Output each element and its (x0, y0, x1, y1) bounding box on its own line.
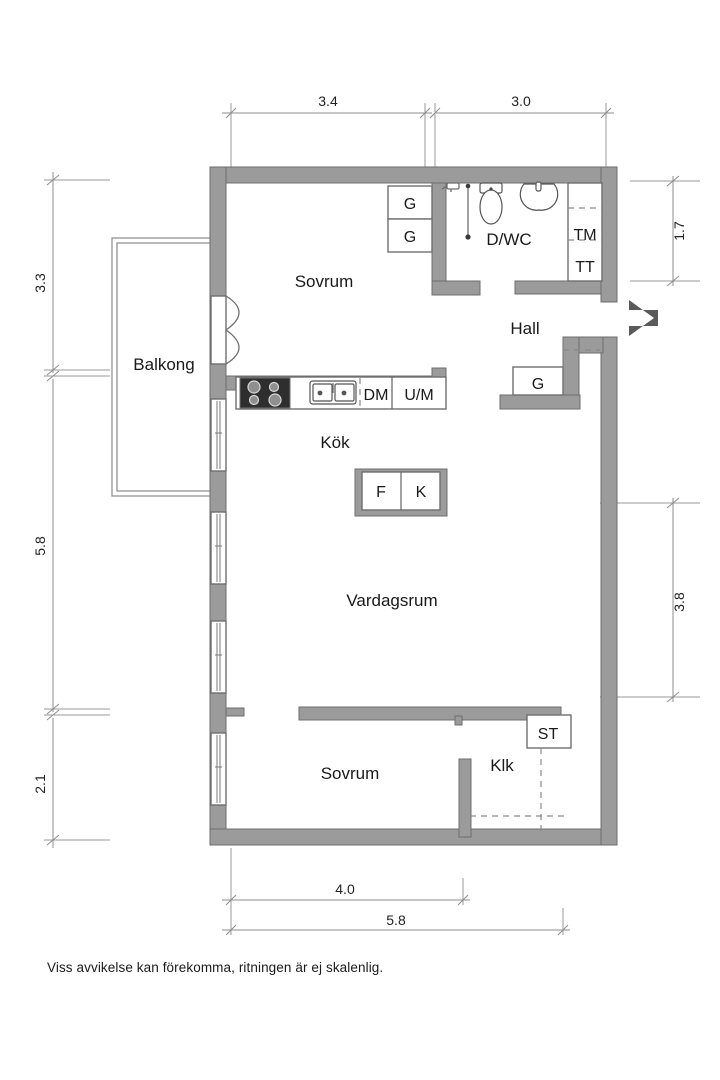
room-label-hall: Hall (510, 319, 539, 338)
shower-icon (465, 183, 471, 240)
dim-left-upper-label: 3.3 (32, 273, 48, 293)
fridge-freezer-unit (354, 468, 448, 517)
wardrobe-bed-upper[interactable]: G (387, 185, 433, 220)
fridge[interactable]: K (416, 484, 427, 501)
oven-microwave-label: U/M (404, 387, 433, 404)
wardrobe-bed-lower[interactable]: G (387, 218, 433, 253)
dim-top-left-label: 3.4 (318, 93, 338, 109)
toilet-icon (479, 182, 503, 225)
oven-microwave[interactable]: U/M (404, 387, 433, 404)
entrance-arrow-icon (629, 300, 658, 336)
klk-dashed-shelving (470, 748, 565, 834)
washing-machine-label: TM (573, 227, 596, 244)
dim-top-right-label: 3.0 (511, 93, 531, 109)
dishwasher-label: DM (364, 387, 389, 404)
disclaimer-footnote: Viss avvikelse kan förekomma, ritningen … (47, 960, 384, 975)
room-label-balkong: Balkong (133, 355, 194, 374)
tumble-dryer-label: TT (575, 259, 595, 276)
room-label-kok: Kök (320, 433, 350, 452)
wardrobe-bed-upper-label: G (404, 196, 416, 213)
kitchen-counter (235, 376, 447, 410)
dimension-bottom (222, 848, 570, 936)
kitchen-sink-icon (309, 380, 357, 405)
dim-right-lower-label: 3.8 (671, 592, 687, 612)
cleaning-closet-label: ST (538, 726, 559, 743)
room-label-vardagsrum: Vardagsrum (346, 591, 437, 610)
cleaning-closet[interactable]: ST (526, 714, 572, 749)
balcony-door (210, 295, 240, 365)
dishwasher[interactable]: DM (364, 387, 389, 404)
stove-hob-icon (239, 377, 291, 409)
room-label-sovrum-top: Sovrum (295, 272, 354, 291)
bathroom-fixtures (441, 181, 603, 282)
freezer[interactable]: F (376, 484, 386, 501)
room-label-klk: Klk (490, 756, 514, 775)
dim-bottom-inner-label: 4.0 (335, 881, 355, 897)
dimension-top (222, 103, 614, 180)
fridge-label: K (416, 484, 427, 501)
dim-bottom-outer-label: 5.8 (386, 912, 406, 928)
windows-left-wall (210, 398, 227, 806)
dim-left-middle-label: 5.8 (32, 536, 48, 556)
washbasin-icon (519, 181, 559, 211)
wardrobe-bed-lower-label: G (404, 229, 416, 246)
tumble-dryer[interactable]: TT (575, 259, 595, 276)
dim-right-upper-label: 1.7 (671, 221, 687, 241)
wardrobe-hall[interactable]: G (512, 366, 564, 396)
dimension-left (44, 172, 110, 848)
washing-machine[interactable]: TM (573, 227, 596, 244)
room-label-dwc: D/WC (486, 230, 531, 249)
wardrobe-hall-label: G (532, 376, 544, 393)
freezer-label: F (376, 484, 386, 501)
shower-mixer-icon (441, 182, 460, 192)
dim-left-lower-label: 2.1 (32, 774, 48, 794)
room-label-sovrum-bottom: Sovrum (321, 764, 380, 783)
